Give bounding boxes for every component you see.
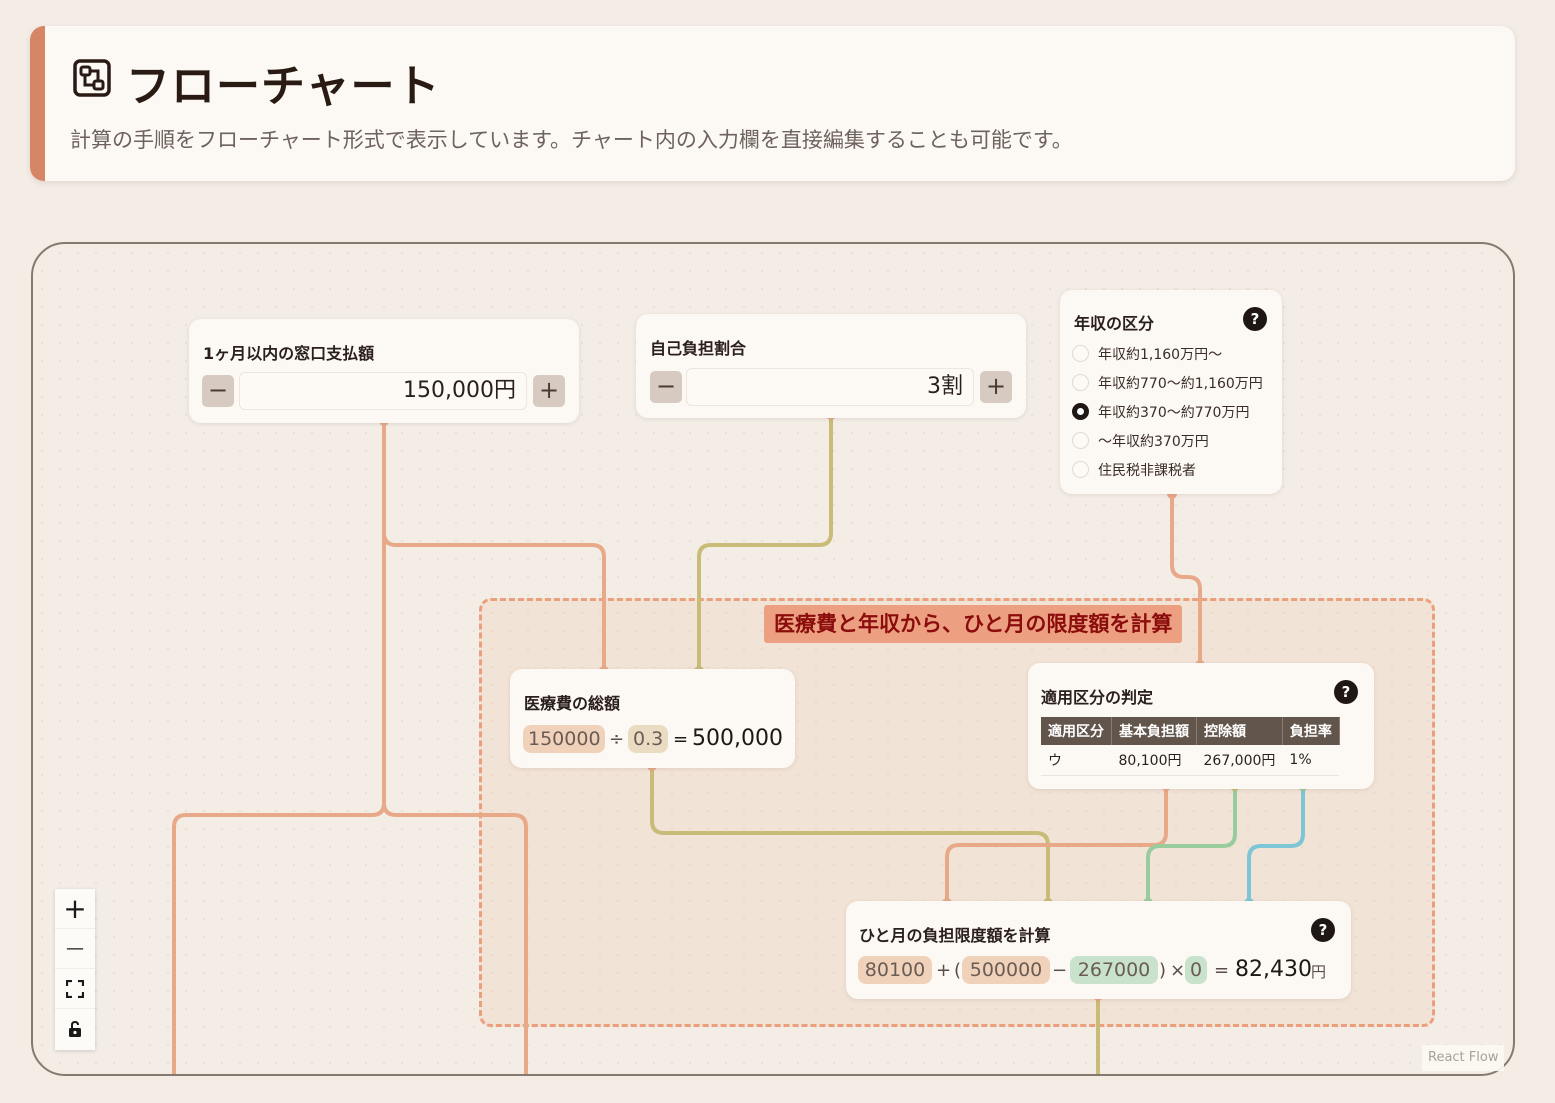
lock-toggle-button[interactable]	[55, 1009, 95, 1049]
judge-node-title: 適用区分の判定	[1041, 688, 1154, 707]
zoom-out-icon: —	[66, 938, 84, 959]
income-option-label: 住民税非課税者	[1098, 463, 1196, 479]
fit-view-button[interactable]	[55, 969, 95, 1009]
judge-cell-category: ウ	[1041, 745, 1112, 776]
payment-node-title: 1ヶ月以内の窓口支払額	[203, 344, 375, 363]
limit-base-chip: 80100	[858, 956, 932, 984]
income-option-label: 年収約770〜約1,160万円	[1098, 376, 1263, 392]
header-accent-bar	[30, 26, 45, 181]
radio-button[interactable]	[1072, 461, 1089, 478]
income-help-icon[interactable]: ?	[1243, 307, 1267, 331]
ratio-increment-button[interactable]: +	[980, 371, 1012, 403]
limit-minus-op: −	[1052, 960, 1068, 981]
radio-button[interactable]	[1072, 345, 1089, 362]
flowchart-icon	[73, 59, 111, 97]
limit-node[interactable]: ひと月の負担限度額を計算 ? 80100 + ( 500000 − 267000…	[846, 901, 1351, 999]
zoom-in-button[interactable]: +	[55, 889, 95, 929]
total-payment-chip: 150000	[523, 725, 605, 753]
ratio-node[interactable]: 自己負担割合 − 3割 +	[636, 314, 1026, 418]
unlock-icon	[69, 1020, 81, 1037]
ratio-decrement-button[interactable]: −	[650, 371, 682, 403]
limit-unit: 円	[1311, 963, 1327, 981]
radio-button[interactable]	[1072, 374, 1089, 391]
total-result: 500,000	[692, 726, 783, 751]
income-option-label: 年収約1,160万円〜	[1098, 347, 1223, 363]
judge-col-rate: 負担率	[1282, 717, 1340, 745]
income-option-1[interactable]: 年収約770〜約1,160万円	[1072, 373, 1272, 393]
limit-times-op: ×	[1170, 960, 1186, 981]
flow-controls: + —	[55, 889, 95, 1050]
limit-equals-op: =	[1214, 960, 1230, 981]
limit-result: 82,430	[1235, 957, 1312, 982]
limit-rparen: )	[1159, 960, 1167, 981]
total-equals-op: =	[673, 729, 689, 750]
income-option-2[interactable]: 年収約370〜約770万円	[1072, 402, 1272, 422]
total-node-title: 医療費の総額	[524, 694, 621, 713]
income-node-title: 年収の区分	[1074, 314, 1155, 333]
income-option-0[interactable]: 年収約1,160万円〜	[1072, 344, 1272, 364]
income-option-label: 年収約370〜約770万円	[1098, 405, 1250, 421]
judge-table-row: ウ 80,100円 267,000円 1%	[1041, 745, 1340, 776]
payment-increment-button[interactable]: +	[533, 375, 565, 407]
judge-col-base: 基本負担額	[1111, 717, 1197, 745]
page-title: フローチャート	[126, 61, 441, 112]
fit-view-icon	[65, 979, 85, 999]
limit-total-chip: 500000	[962, 956, 1050, 984]
judge-table: 適用区分 基本負担額 控除額 負担率 ウ 80,100円 267,000円 1%	[1041, 717, 1340, 776]
calc-group-label: 医療費と年収から、ひと月の限度額を計算	[764, 605, 1183, 643]
judge-cell-deduction: 267,000円	[1196, 745, 1283, 776]
ratio-node-title: 自己負担割合	[650, 339, 747, 358]
judge-cell-base: 80,100円	[1111, 745, 1197, 776]
page-header	[30, 26, 1515, 181]
zoom-out-button[interactable]: —	[55, 929, 95, 969]
limit-lparen: (	[954, 960, 962, 981]
limit-rate-chip: 0	[1185, 956, 1207, 984]
payment-decrement-button[interactable]: −	[202, 375, 234, 407]
page-description: 計算の手順をフローチャート形式で表示しています。チャート内の入力欄を直接編集する…	[70, 128, 1073, 152]
radio-button[interactable]	[1072, 403, 1089, 420]
payment-amount-input[interactable]: 150,000円	[239, 372, 527, 410]
total-ratio-chip: 0.3	[628, 725, 668, 753]
zoom-in-icon: +	[63, 892, 87, 925]
react-flow-attribution[interactable]: React Flow	[1422, 1045, 1505, 1071]
radio-button[interactable]	[1072, 432, 1089, 449]
judge-cell-rate: 1%	[1282, 745, 1340, 776]
judge-col-deduction: 控除額	[1196, 717, 1283, 745]
limit-deduct-chip: 267000	[1070, 956, 1158, 984]
income-node[interactable]: 年収の区分 ? 年収約1,160万円〜年収約770〜約1,160万円年収約370…	[1060, 290, 1282, 494]
income-option-4[interactable]: 住民税非課税者	[1072, 460, 1272, 480]
limit-node-title: ひと月の負担限度額を計算	[859, 926, 1051, 945]
judge-col-category: 適用区分	[1041, 717, 1112, 745]
income-option-label: 〜年収約370万円	[1098, 434, 1209, 450]
limit-plus-op: +	[936, 960, 952, 981]
total-node[interactable]: 医療費の総額 150000 ÷ 0.3 = 500,000	[510, 669, 795, 768]
ratio-input[interactable]: 3割	[686, 368, 974, 406]
payment-node[interactable]: 1ヶ月以内の窓口支払額 − 150,000円 +	[189, 319, 579, 423]
limit-help-icon[interactable]: ?	[1311, 918, 1335, 942]
income-option-3[interactable]: 〜年収約370万円	[1072, 431, 1272, 451]
judge-help-icon[interactable]: ?	[1334, 680, 1358, 704]
total-divide-op: ÷	[609, 729, 625, 750]
